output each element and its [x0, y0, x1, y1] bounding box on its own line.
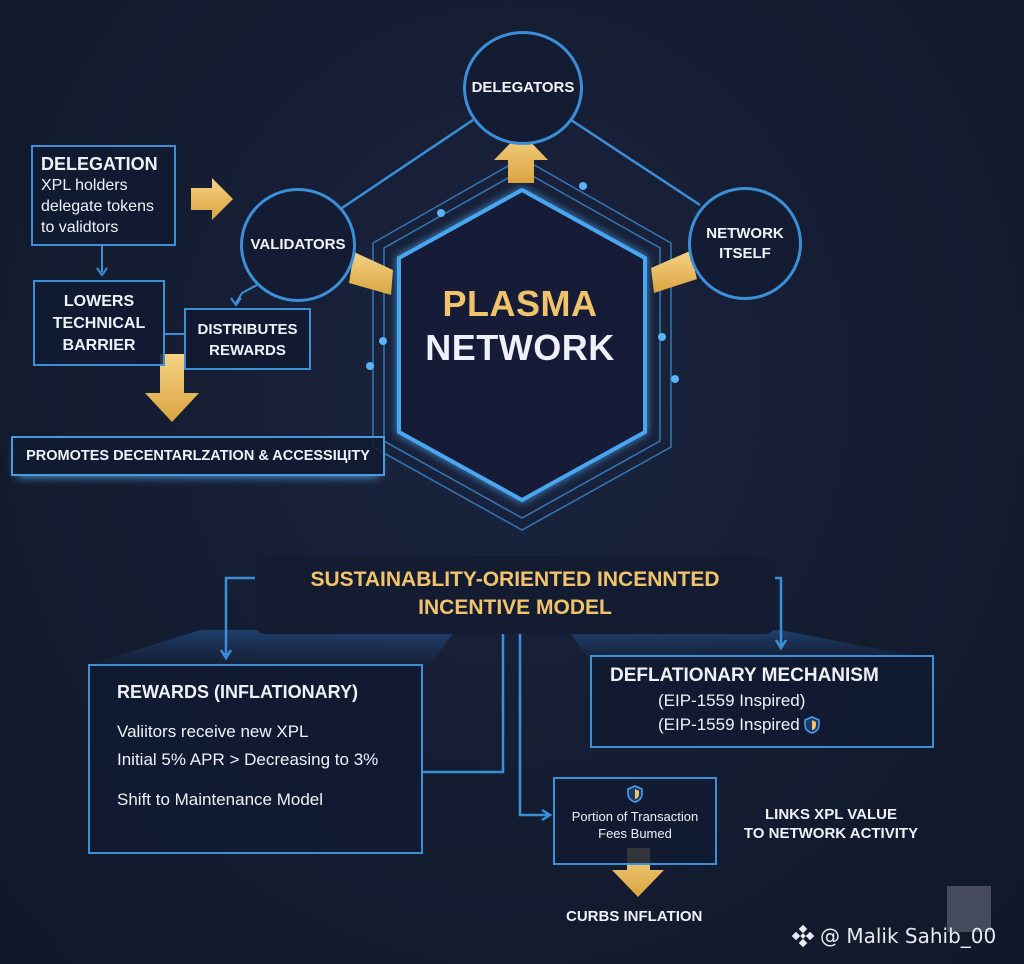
- hexagon-rings: [372, 157, 672, 531]
- banner-line-2: INCENTIVE MODEL: [418, 596, 612, 619]
- hexagon-ring-middle: [383, 169, 661, 519]
- delegation-line: delegate tokens: [41, 198, 154, 215]
- flow-lines-left: [96, 246, 258, 335]
- watermark: @ Malik Sahib_00: [792, 924, 996, 948]
- center-title: PLASMA NETWORK: [390, 282, 650, 370]
- band-network-hexagon: [651, 251, 697, 293]
- rewards-line: Valiitors receive new XPL: [117, 722, 309, 741]
- deflationary-line: (EIP-1559 Inspired: [658, 715, 800, 734]
- panel-tops: [88, 630, 935, 665]
- node-network-label-2: ITSELF: [719, 244, 771, 262]
- distributes-rewards-box: DISTRIBUTES REWARDS: [184, 308, 311, 370]
- node-delegators-label: DELEGATORS: [471, 79, 575, 96]
- burn-line: Fees Bumed: [598, 826, 672, 841]
- links-line: LINKS XPL VALUE: [765, 806, 897, 823]
- rewards-title: REWARDS (INFLATIONARY): [117, 682, 358, 702]
- connector-rewards-line: [423, 634, 505, 774]
- node-validators-label: VALIDATORS: [250, 236, 346, 253]
- lowers-line: BARRIER: [62, 337, 136, 354]
- deflationary-title: DEFLATIONARY MECHANISM: [610, 665, 879, 686]
- shield-icon: [627, 785, 643, 803]
- arrow-down-to-curbs: [612, 848, 664, 897]
- delegation-line: to validtors: [41, 219, 119, 236]
- deflationary-line: (EIP-1559 Inspired): [658, 691, 806, 710]
- connector-delegators-network: [570, 118, 701, 207]
- deflationary-line-with-icon: (EIP-1559 Inspired: [610, 713, 932, 737]
- curbs-inflation-label: CURBS INFLATION: [566, 908, 703, 925]
- band-validators-hexagon: [349, 252, 393, 295]
- watermark-square: [947, 886, 991, 932]
- node-network-label-1: NETWORK: [706, 224, 784, 242]
- promotes-text: PROMOTES DECENTARLZATION & ACCESSIЦITY: [26, 448, 370, 464]
- node-network-itself: NETWORK ITSELF: [688, 187, 802, 300]
- lowers-barrier-box: LOWERS TECHNICAL BARRIER: [33, 280, 165, 366]
- hexagon-core: [397, 187, 647, 503]
- distributes-line: REWARDS: [209, 342, 286, 359]
- center-title-network: NETWORK: [425, 327, 615, 368]
- distributes-line: DISTRIBUTES: [197, 321, 298, 338]
- arrow-up-to-delegators: [494, 132, 548, 183]
- rewards-line: Shift to Maintenance Model: [117, 790, 324, 809]
- arrow-down-to-promotes: [145, 354, 199, 422]
- delegation-line: XPL holders: [41, 177, 128, 194]
- promotes-box: PROMOTES DECENTARLZATION & ACCESSIЦITY: [11, 436, 385, 476]
- shield-icon: [804, 716, 820, 734]
- connector-banner-rewards: [224, 576, 255, 655]
- hexagon-nodes: [366, 182, 679, 383]
- connector-delegators-validators: [338, 118, 474, 212]
- deflationary-mechanism-box: DEFLATIONARY MECHANISM (EIP-1559 Inspire…: [590, 655, 934, 748]
- incentive-model-banner: SUSTAINABLITY-ORIENTED INCENNTED INCENTI…: [255, 556, 775, 634]
- connector-to-burn: [518, 634, 548, 817]
- flow-lines-bottom: [219, 576, 788, 822]
- binance-logo-icon: [792, 925, 814, 947]
- lowers-line: LOWERS: [63, 293, 135, 310]
- connector-lines: [338, 118, 701, 212]
- fees-burned-box: Portion of Transaction Fees Bumed: [553, 777, 717, 865]
- banner-line-1: SUSTAINABLITY-ORIENTED INCENNTED: [310, 568, 720, 591]
- rewards-inflationary-box: REWARDS (INFLATIONARY) Valiitors receive…: [88, 664, 423, 854]
- node-validators: VALIDATORS: [240, 188, 356, 302]
- lowers-line: TECHNICAL: [52, 315, 146, 332]
- delegation-box: DELEGATION XPL holders delegate tokens t…: [31, 145, 176, 246]
- arrow-right-to-validators: [191, 178, 233, 220]
- node-delegators: DELEGATORS: [463, 31, 583, 145]
- links-xpl-label: LINKS XPL VALUE TO NETWORK ACTIVITY: [733, 805, 929, 843]
- links-line: TO NETWORK ACTIVITY: [743, 825, 919, 842]
- watermark-text: @ Malik Sahib_00: [820, 924, 997, 948]
- rewards-line: Initial 5% APR > Decreasing to 3%: [117, 750, 379, 769]
- burn-line: Portion of Transaction: [571, 809, 699, 824]
- delegation-title: DELEGATION: [41, 154, 158, 174]
- gold-arrows: [145, 132, 697, 897]
- center-title-plasma: PLASMA: [442, 283, 598, 324]
- hexagon-ring-outer: [372, 157, 672, 531]
